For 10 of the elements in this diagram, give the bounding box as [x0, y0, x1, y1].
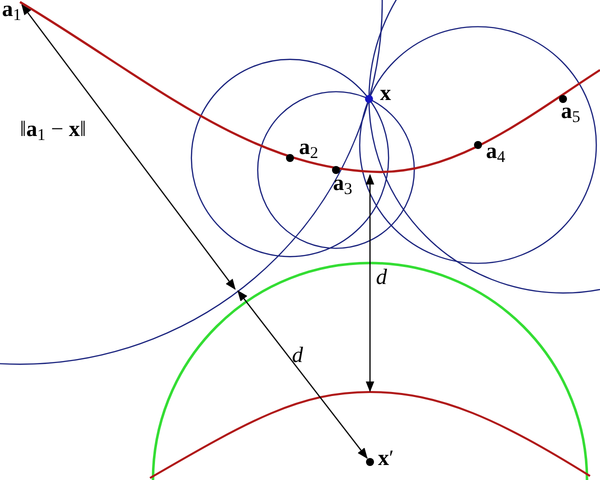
point-label: ‖a$_{1}$ − x‖ — [20, 118, 86, 140]
point-label: a$_{5}$ — [561, 100, 580, 122]
point-label: a$_{3}$ — [333, 172, 352, 194]
point-label: a$_{1}$ — [2, 0, 22, 20]
point-label: d — [376, 266, 387, 288]
point-label: a$_{2}$ — [299, 136, 318, 158]
point-label: d — [292, 344, 303, 366]
point-label: a$_{4}$ — [486, 140, 506, 162]
point-label: x — [380, 82, 391, 104]
point-label: x′ — [378, 447, 394, 469]
